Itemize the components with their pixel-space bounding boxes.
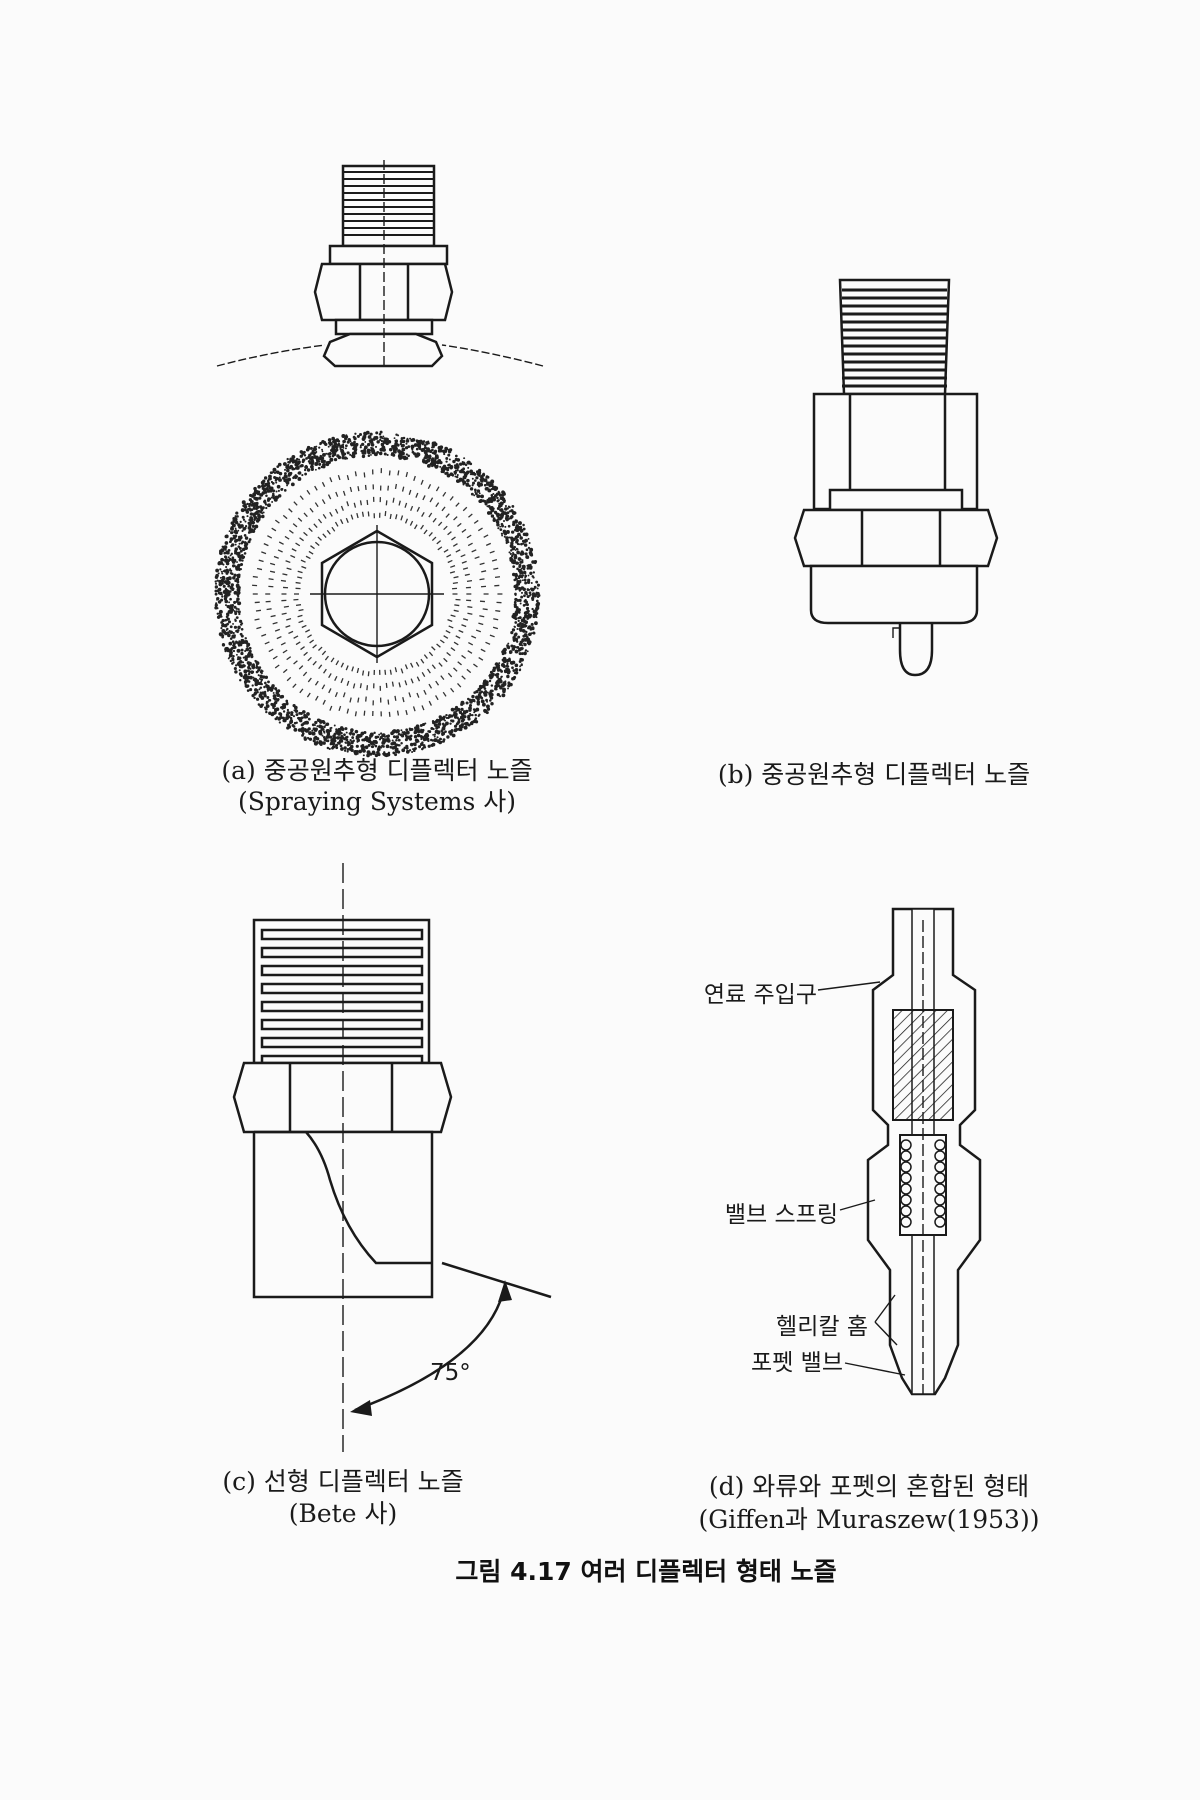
caption-d-source: (Giffen과 Muraszew(1953)) <box>699 1505 1040 1534</box>
nozzle-a-side-view <box>216 160 544 368</box>
nozzle-d-cross-section <box>866 907 982 1396</box>
nozzle-c-drawing <box>232 863 552 1452</box>
caption-d: (d) 와류와 포펫의 혼합된 형태 <box>709 1472 1029 1501</box>
nozzle-a-spray-pattern <box>214 430 541 758</box>
caption-a: (a) 중공원추형 디플렉터 노즐 <box>221 756 532 785</box>
label-valve-spring: 밸브 스프링 <box>725 1202 838 1228</box>
label-poppet-valve: 포펫 밸브 <box>751 1350 843 1376</box>
angle-label: 75° <box>430 1360 471 1386</box>
label-fuel-inlet: 연료 주입구 <box>704 982 817 1008</box>
nozzle-d-leaders <box>817 981 906 1376</box>
caption-b: (b) 중공원추형 디플렉터 노즐 <box>718 760 1030 789</box>
nozzle-b-drawing <box>793 278 999 677</box>
label-helical-groove: 헬리칼 홈 <box>776 1314 868 1340</box>
caption-c: (c) 선형 디플렉터 노즐 <box>222 1467 463 1496</box>
caption-c-source: (Bete 사) <box>289 1499 397 1528</box>
figure-title: 그림 4.17 여러 디플렉터 형태 노즐 <box>455 1557 836 1586</box>
caption-a-source: (Spraying Systems 사) <box>238 787 516 816</box>
